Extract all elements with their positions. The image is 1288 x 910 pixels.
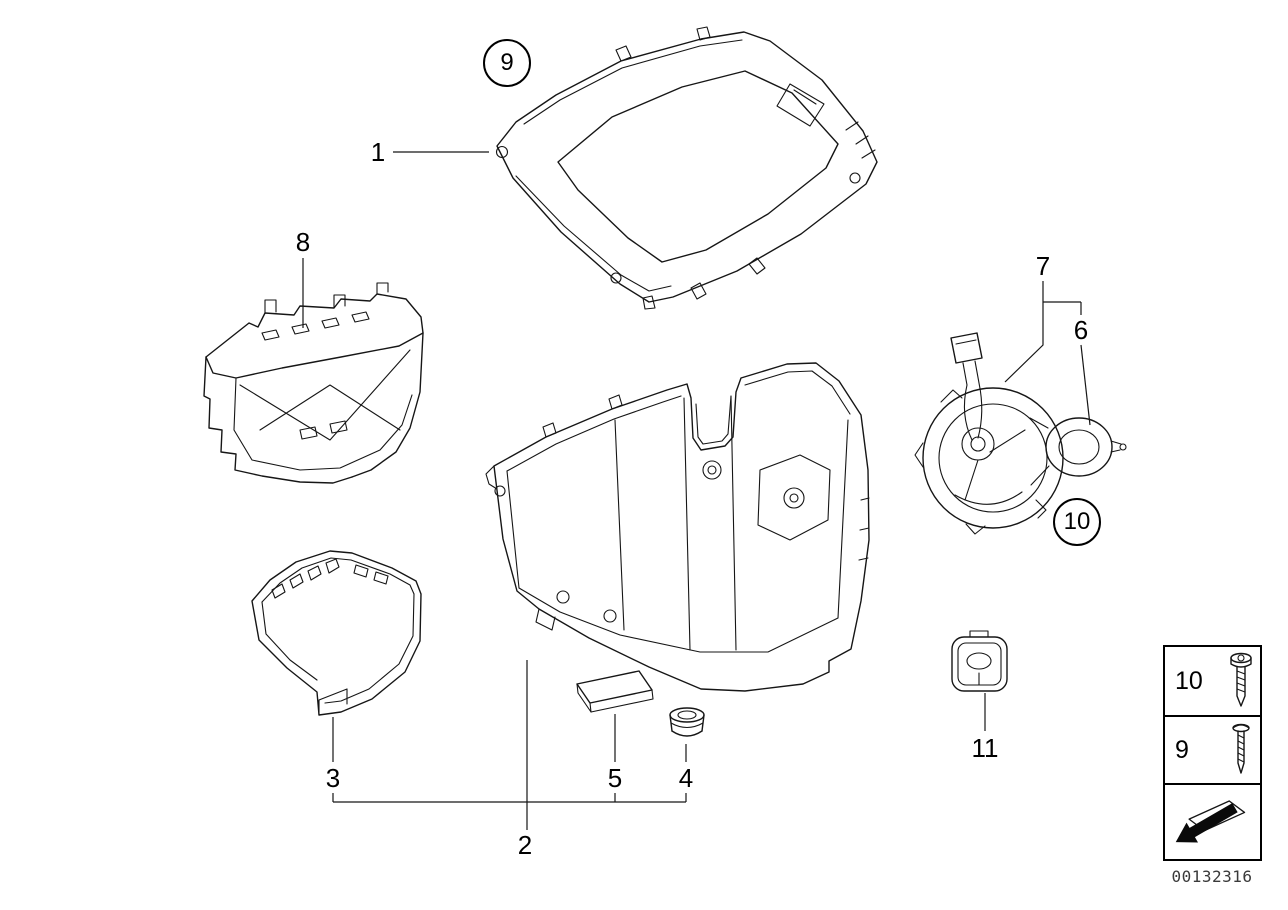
callout-5[interactable]: 5 — [605, 763, 625, 793]
callout-3[interactable]: 3 — [323, 763, 343, 793]
part-4-grommet — [669, 707, 705, 737]
part-11-clip — [951, 630, 1008, 692]
callout-4[interactable]: 4 — [676, 763, 696, 793]
callout-2[interactable]: 2 — [515, 830, 535, 860]
part-6-air-duct — [1029, 417, 1127, 486]
legend-row-10: 10 — [1165, 647, 1260, 715]
callout-11[interactable]: 11 — [969, 733, 1001, 763]
part-3-lower-cover — [251, 550, 422, 716]
direction-arrow-icon — [1175, 800, 1245, 843]
part-1-cover-lid — [495, 26, 878, 310]
part-8-carrier-bracket — [203, 282, 424, 484]
diagram-number: 00132316 — [1171, 867, 1253, 886]
part-2-control-unit-box — [485, 362, 870, 692]
part-7-fan-housing — [914, 332, 1064, 535]
pan-head-screw-icon — [1230, 652, 1252, 707]
callout-10-circled[interactable]: 10 — [1053, 498, 1101, 546]
part-5-foam-pad — [576, 670, 654, 713]
legend-label-9: 9 — [1175, 735, 1189, 764]
callout-6[interactable]: 6 — [1071, 315, 1091, 345]
legend-label-10: 10 — [1175, 666, 1203, 695]
callout-8[interactable]: 8 — [293, 227, 313, 257]
legend-row-9: 9 — [1165, 715, 1260, 783]
legend-row-arrow — [1165, 783, 1260, 859]
leader-lines — [302, 151, 1091, 830]
legend-box: 10 9 — [1163, 645, 1262, 861]
callout-7[interactable]: 7 — [1033, 251, 1053, 281]
countersunk-screw-icon — [1232, 723, 1250, 774]
callout-9-circled[interactable]: 9 — [483, 39, 531, 87]
callout-1[interactable]: 1 — [368, 137, 388, 167]
